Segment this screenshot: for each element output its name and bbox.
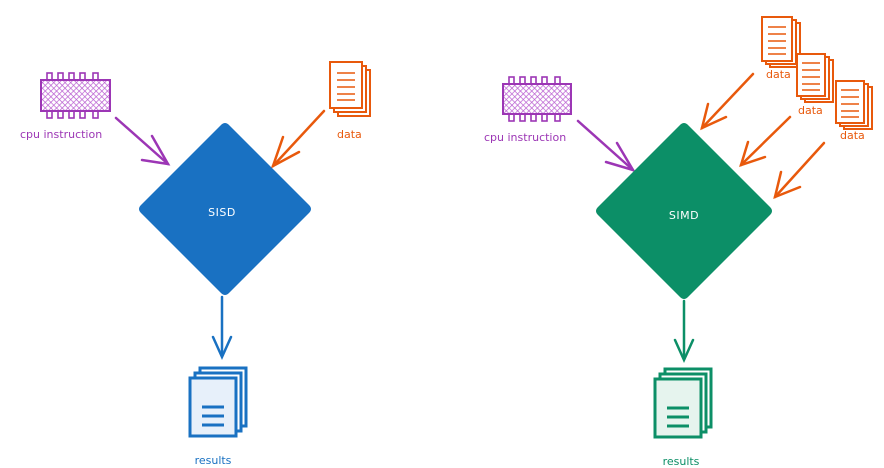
data-document-icon	[835, 80, 873, 130]
data-arrow-1	[700, 72, 755, 131]
data-label-1: data	[766, 68, 791, 81]
data-arrow-2	[739, 115, 792, 167]
simd-diagram: cpu instruction data data data	[484, 16, 873, 468]
results-label: results	[195, 454, 232, 467]
sisd-core-node: SISD	[139, 123, 311, 295]
sisd-label: SISD	[208, 206, 236, 219]
cpu-chip-icon	[40, 72, 111, 119]
results-arrow	[673, 299, 695, 364]
data-document-icon	[329, 61, 371, 117]
data-label: data	[337, 128, 362, 141]
results-arrow	[211, 295, 233, 361]
data-arrow-3	[773, 141, 826, 200]
simd-label: SIMD	[669, 209, 699, 222]
data-arrow	[270, 109, 326, 169]
instruction-arrow	[576, 119, 636, 173]
instruction-arrow	[114, 116, 171, 166]
results-label: results	[663, 455, 700, 468]
data-label-2: data	[798, 104, 823, 117]
data-document-icon	[761, 16, 801, 68]
cpu-instruction-label: cpu instruction	[20, 128, 102, 141]
cpu-chip-icon	[502, 76, 572, 122]
data-document-icon	[796, 53, 834, 103]
simd-core-node: SIMD	[596, 123, 772, 299]
cpu-instruction-label: cpu instruction	[484, 131, 566, 144]
results-document-icon	[653, 367, 713, 439]
results-document-icon	[188, 366, 248, 438]
data-label-3: data	[840, 129, 865, 142]
sisd-diagram: cpu instruction data SISD	[20, 61, 371, 467]
